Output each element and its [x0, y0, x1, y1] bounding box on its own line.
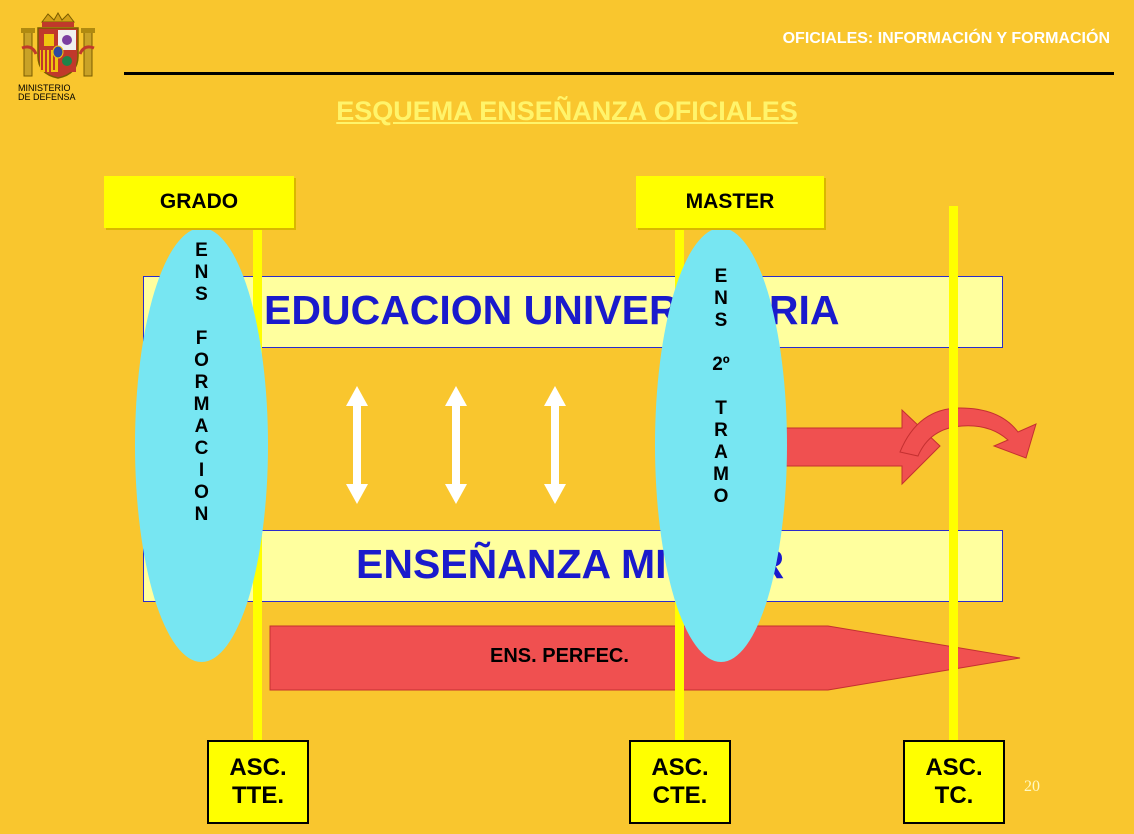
coat-of-arms-logo — [18, 11, 98, 89]
double-arrow-2 — [445, 386, 467, 504]
letter: M — [193, 394, 210, 415]
ellipse-formacion-text: E N S F O R M A C I O N — [135, 240, 268, 526]
promotion-arrow — [769, 408, 941, 486]
header-title: OFICIALES: INFORMACIÓN Y FORMACIÓN — [782, 30, 1110, 47]
letter: E — [195, 240, 208, 261]
letter: O — [713, 486, 729, 507]
letter: R — [714, 420, 728, 441]
asc-tc-line1: ASC. — [925, 754, 983, 781]
ministry-label-line2: DE DEFENSA — [18, 92, 76, 102]
letter: F — [195, 328, 208, 349]
page-number: 20 — [1024, 778, 1040, 795]
letter: N — [194, 262, 209, 283]
letter: N — [194, 504, 209, 525]
letter: O — [194, 482, 209, 503]
grado-label: GRADO — [104, 176, 294, 228]
perfec-arrow-shape — [269, 625, 1021, 691]
letter: S — [195, 284, 208, 305]
letter: A — [714, 442, 728, 463]
asc-tte-line2: TTE. — [232, 782, 284, 809]
curved-arrow — [899, 407, 1037, 459]
letter: 2º — [712, 354, 730, 375]
asc-cte-line1: ASC. — [651, 754, 709, 781]
letter: I — [198, 460, 205, 481]
letter: O — [194, 350, 209, 371]
slide-title: ESQUEMA ENSEÑANZA OFICIALES — [336, 96, 798, 126]
ellipse-segundo-tramo — [655, 228, 787, 662]
master-label: MASTER — [636, 176, 824, 228]
letter: A — [194, 416, 209, 437]
ellipse-formacion — [135, 228, 268, 662]
ellipse-segundo-tramo-text: E N S 2º T R A M O — [655, 266, 787, 508]
letter: T — [715, 398, 727, 419]
letter: E — [714, 266, 728, 287]
letter: N — [714, 288, 728, 309]
ministry-label: MINISTERIO DE DEFENSA — [18, 84, 98, 102]
double-arrow-1 — [346, 386, 368, 504]
letter: R — [194, 372, 209, 393]
double-arrow-3 — [544, 386, 566, 504]
asc-tte-box: ASC. TTE. — [207, 740, 309, 824]
coat-of-arms-icon — [21, 11, 95, 79]
asc-tte-line1: ASC. — [229, 754, 287, 781]
perfec-arrow-label: ENS. PERFEC. — [490, 645, 629, 667]
letter: M — [713, 464, 729, 485]
asc-cte-box: ASC. CTE. — [629, 740, 731, 824]
timeline-tc — [949, 206, 958, 742]
letter: C — [194, 438, 209, 459]
header-divider — [124, 72, 1114, 75]
letter: S — [714, 310, 728, 331]
asc-tc-box: ASC. TC. — [903, 740, 1005, 824]
asc-tc-line2: TC. — [934, 782, 974, 809]
asc-cte-line2: CTE. — [652, 782, 708, 809]
ministry-label-line1: MINISTERIO — [18, 83, 71, 93]
